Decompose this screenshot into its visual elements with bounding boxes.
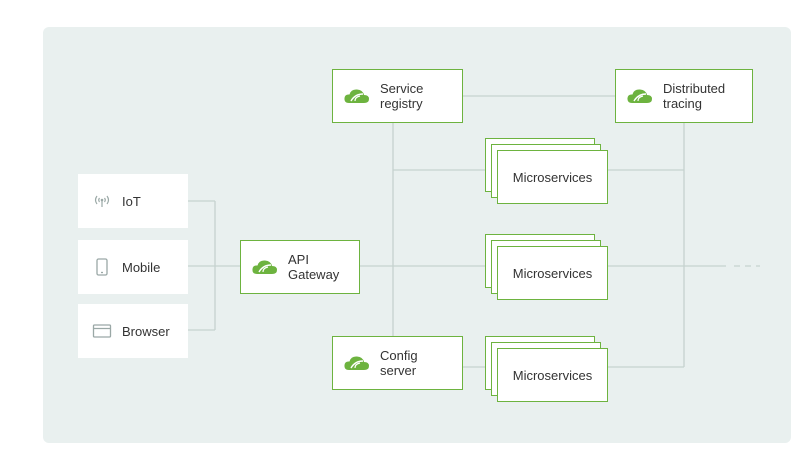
config-server-node: Config server xyxy=(332,336,463,390)
distributed-tracing-node: Distributed tracing xyxy=(615,69,753,123)
client-iot-label: IoT xyxy=(122,193,141,209)
browser-window-icon xyxy=(92,324,112,338)
spring-cloud-icon xyxy=(344,356,369,370)
microservices-label-2: Microservices xyxy=(512,265,593,281)
client-iot: IoT xyxy=(78,174,188,228)
spring-cloud-icon xyxy=(252,260,277,274)
microservices-node-2: Microservices xyxy=(497,246,608,300)
client-browser: Browser xyxy=(78,304,188,358)
spring-cloud-icon xyxy=(627,89,652,103)
config-server-line1: Config xyxy=(380,348,418,363)
distributed-tracing-line2: tracing xyxy=(663,96,703,111)
mobile-phone-icon xyxy=(96,258,108,276)
config-server-line2: server xyxy=(380,363,417,378)
service-registry-line2: registry xyxy=(380,96,423,111)
client-browser-label: Browser xyxy=(122,323,170,339)
client-mobile-label: Mobile xyxy=(122,259,161,275)
microservices-node-3: Microservices xyxy=(497,348,608,402)
api-gateway-node: API Gateway xyxy=(240,240,360,294)
client-mobile: Mobile xyxy=(78,240,188,294)
distributed-tracing-line1: Distributed xyxy=(663,81,726,96)
antenna-icon xyxy=(94,195,110,207)
microservices-label-1: Microservices xyxy=(512,169,593,185)
api-gateway-line1: API xyxy=(288,252,309,267)
service-registry-line1: Service xyxy=(380,81,424,96)
service-registry-node: Service registry xyxy=(332,69,463,123)
spring-cloud-icon xyxy=(344,89,369,103)
microservices-label-3: Microservices xyxy=(512,367,593,383)
api-gateway-line2: Gateway xyxy=(288,267,340,282)
microservices-node-1: Microservices xyxy=(497,150,608,204)
